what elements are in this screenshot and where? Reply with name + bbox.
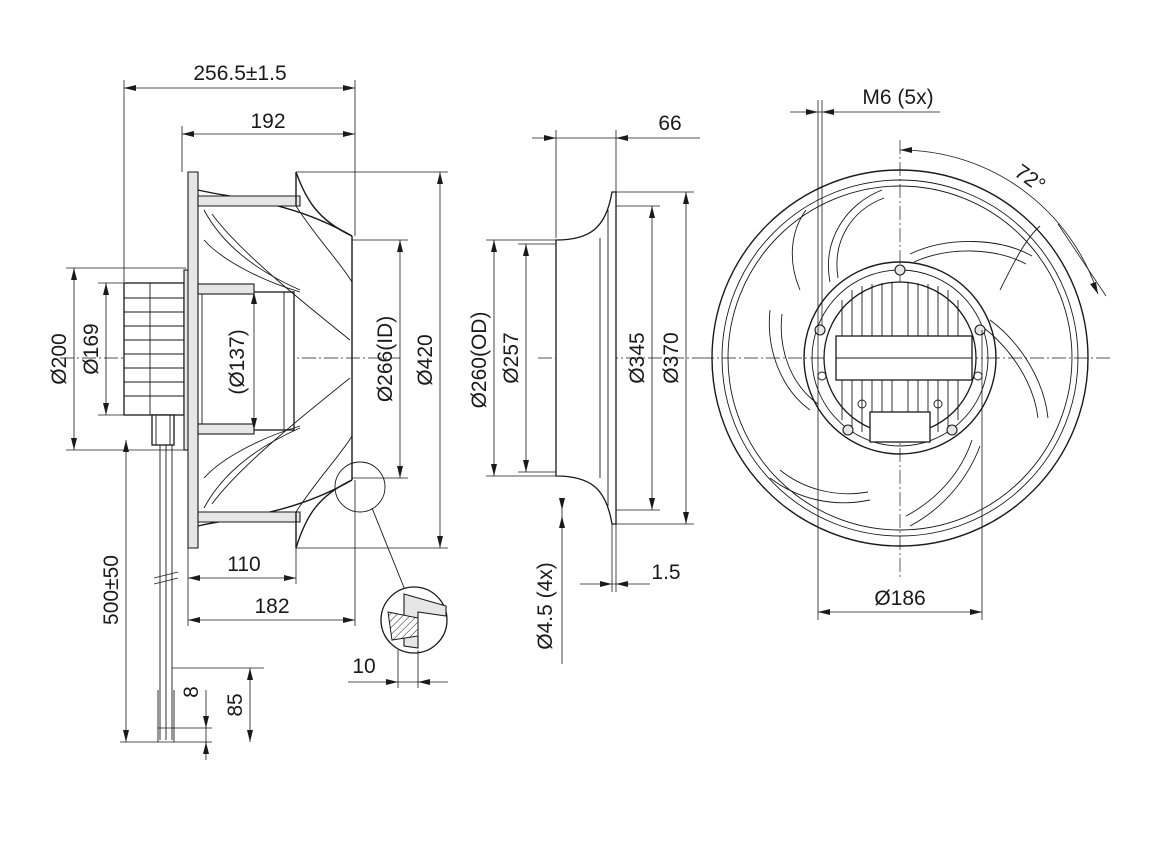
impeller-section bbox=[187, 171, 353, 549]
dim-impeller-length: 192 bbox=[250, 110, 285, 133]
dim-ring-throat: Ø257 bbox=[500, 332, 523, 383]
motor-housing bbox=[123, 269, 295, 451]
dim-cable-length: 500±50 bbox=[100, 555, 123, 625]
dim-bolt-circle: Ø186 bbox=[874, 587, 925, 610]
side-dims bbox=[66, 80, 448, 760]
front-view: M6 (5x) 72° Ø186 bbox=[700, 86, 1110, 620]
detail-circle bbox=[334, 461, 386, 513]
cable bbox=[153, 445, 179, 742]
dim-rotor-dia: (Ø137) bbox=[226, 329, 249, 394]
detail-view bbox=[380, 586, 448, 654]
impeller-blades bbox=[768, 189, 1049, 527]
dim-strip-85: 85 bbox=[224, 693, 247, 716]
dim-ring-od: Ø260(OD) bbox=[468, 312, 491, 409]
dim-inlet-id: Ø266(ID) bbox=[374, 316, 397, 402]
side-view: 256.5±1.5 192 110 182 10 Ø200 Ø169 (Ø137… bbox=[48, 62, 448, 760]
dim-ring-width: 66 bbox=[658, 112, 681, 135]
ring-dims bbox=[486, 130, 700, 664]
dim-offset-10: 10 bbox=[352, 655, 375, 678]
dim-flange-thickness: 1.5 bbox=[651, 561, 680, 584]
dim-overall-length: 256.5±1.5 bbox=[193, 62, 286, 85]
dim-length-182: 182 bbox=[254, 595, 289, 618]
dim-flange-dia: Ø169 bbox=[80, 323, 103, 374]
dim-length-110: 110 bbox=[227, 553, 260, 576]
front-dims bbox=[790, 100, 1107, 620]
dim-angle: 72° bbox=[1010, 160, 1049, 197]
inlet-ring-view: 66 Ø260(OD) Ø257 Ø345 Ø370 1.5 Ø4.5 (4x) bbox=[468, 112, 700, 664]
dim-flange-od: Ø370 bbox=[660, 332, 683, 383]
dim-ring-holes: Ø4.5 (4x) bbox=[534, 562, 557, 650]
dim-strip-8: 8 bbox=[180, 686, 203, 698]
motor-hub bbox=[803, 261, 997, 455]
dim-thread: M6 (5x) bbox=[862, 86, 933, 109]
dim-motor-dia: Ø200 bbox=[48, 333, 71, 384]
dim-hole-circle: Ø345 bbox=[626, 332, 649, 383]
dim-impeller-od: Ø420 bbox=[414, 334, 437, 385]
